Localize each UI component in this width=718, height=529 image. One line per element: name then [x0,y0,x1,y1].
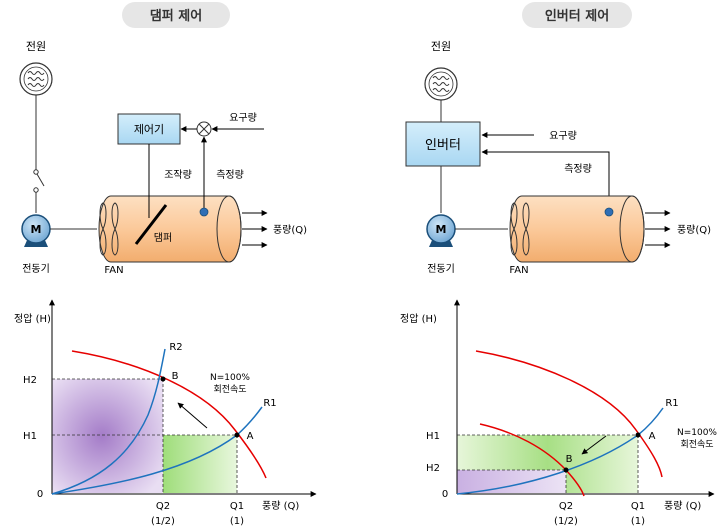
right-fan-curve-100 [475,350,663,478]
right-speed-line2: 회전속도 [680,439,713,450]
right-fan-curve-reduced [479,423,585,497]
left-origin: 0 [37,489,43,500]
right-point-a-label: A [649,431,656,442]
right-measure-label: 측정량 [564,163,592,175]
left-chart [49,299,317,497]
right-flow-label: 풍량(Q) [677,224,711,236]
right-x-tick-q2: Q2 [559,501,573,512]
left-y-tick-h2: H2 [23,375,37,386]
left-saving-area [163,435,237,493]
left-point-b-dot [160,376,166,382]
left-damper [134,204,168,245]
right-y-tick-h2: H2 [426,463,440,474]
right-x-axis-label: 풍량 (Q) [664,500,701,512]
left-demand-label: 요구량 [229,112,257,124]
right-demand-label: 요구량 [549,130,577,142]
left-speed-line1: N=100% [210,373,250,383]
left-measure-label: 측정량 [216,169,244,181]
right-flow-arrows [645,210,671,248]
left-damper-label: 댐퍼 [154,232,172,244]
right-point-a-dot [635,432,641,438]
left-curve-r2 [51,348,166,495]
right-title: 인버터 제어 [545,8,609,24]
left-switch [33,95,45,213]
left-fan-curve [71,350,267,479]
right-fan-label: FAN [509,265,528,276]
left-shift-arrow [177,402,208,429]
right-x-tick-q1: Q1 [631,501,645,512]
left-point-a-label: A [247,431,254,442]
right-x-sub-q2: (1/2) [554,516,578,527]
right-motor-label: 전동기 [427,263,455,275]
left-point-a-dot [234,432,240,438]
left-fan-label: FAN [104,265,123,276]
right-shift-arrow [581,435,607,455]
left-motor-symbol: M [31,223,42,236]
left-speed-line2: 회전속도 [213,384,246,395]
left-power-area [52,379,163,493]
right-measure-line [481,149,610,210]
right-point-b-dot [563,467,569,473]
left-summing-junction [196,121,212,137]
right-x-sub-q1: (1) [631,516,645,527]
right-origin: 0 [442,489,448,500]
right-motor-icon: M [426,214,456,247]
right-speed-line1: N=100% [677,428,717,438]
left-title-badge: 댐퍼 제어 [122,2,230,28]
left-y-tick-h1: H1 [23,431,37,442]
right-power-area [457,470,566,493]
left-title: 댐퍼 제어 [150,8,202,24]
left-r2-label: R2 [169,342,182,353]
right-inverter-label: 인버터 [425,138,461,153]
right-point-b-label: B [566,454,573,465]
left-flow-arrows [242,210,268,248]
right-y-tick-h1: H1 [426,431,440,442]
left-controller-box: 제어기 [117,113,181,145]
right-curve-r1 [456,407,664,495]
right-chart [454,299,715,497]
left-x-sub-q2: (1/2) [151,516,175,527]
left-flow-label: 풍량(Q) [273,224,307,236]
left-power-icon [19,62,53,96]
left-x-sub-q1: (1) [230,516,244,527]
left-x-tick-q1: Q1 [230,501,244,512]
left-sensor [199,207,209,217]
left-x-tick-q2: Q2 [156,501,170,512]
left-x-axis-label: 풍량 (Q) [262,500,299,512]
left-point-b-label: B [172,371,179,382]
left-power-label: 전원 [26,40,46,53]
right-sensor [604,207,614,217]
right-title-badge: 인버터 제어 [522,2,632,28]
right-y-axis-label: 정압 (H) [400,312,437,325]
left-motor-label: 전동기 [22,263,50,275]
left-y-axis-label: 정압 (H) [14,312,51,325]
left-r1-label: R1 [263,398,276,409]
left-fan-duct [98,195,242,263]
right-motor-symbol: M [436,223,447,236]
left-manip-label: 조작량 [164,169,192,181]
left-motor-icon: M [21,214,51,247]
right-inverter-box: 인버터 [405,121,481,167]
right-power-icon [424,67,458,101]
right-r1-label: R1 [665,398,678,409]
left-controller-label: 제어기 [134,123,164,136]
left-curve-r1 [51,406,263,495]
right-power-label: 전원 [431,40,451,53]
right-fan-duct [509,195,645,263]
